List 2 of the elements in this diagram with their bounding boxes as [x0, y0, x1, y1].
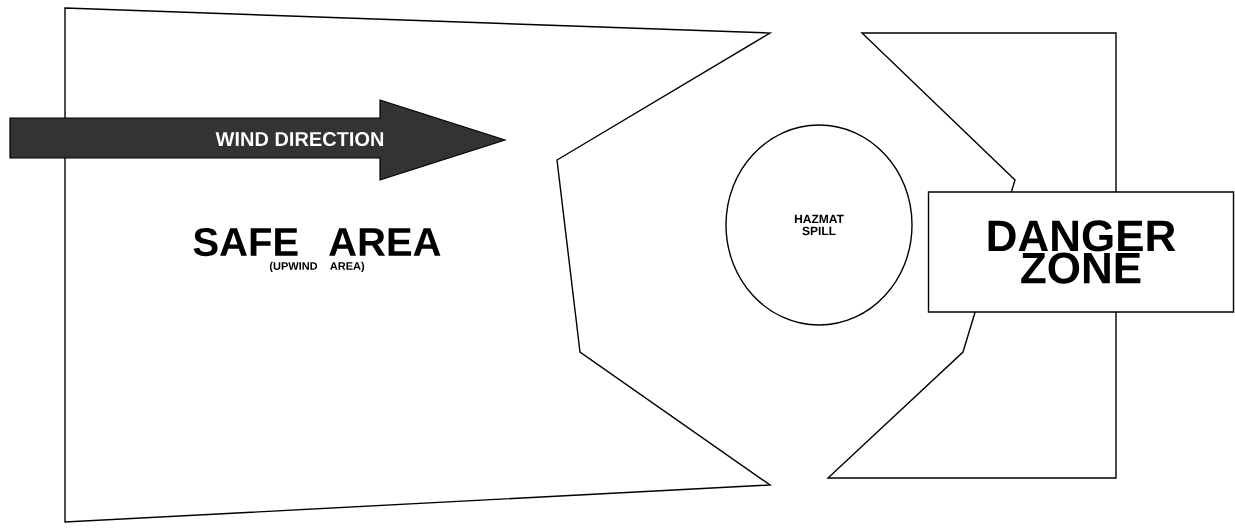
danger-zone-box: DANGER ZONE — [927, 191, 1235, 313]
arrow-label: WIND DIRECTION — [215, 131, 384, 147]
